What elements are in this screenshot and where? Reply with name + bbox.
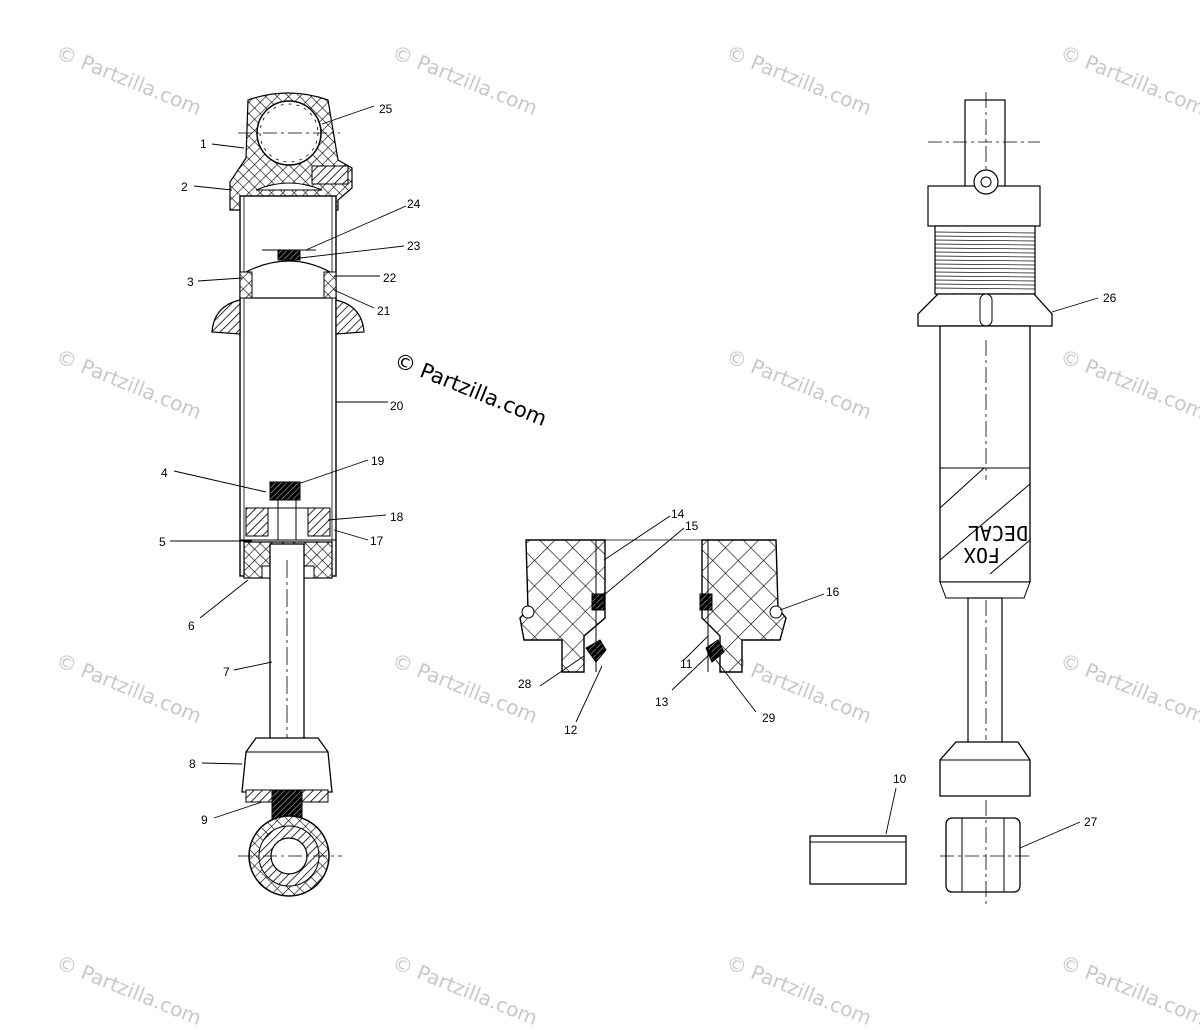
thread-line bbox=[934, 287, 1036, 290]
thread-line bbox=[934, 231, 1036, 234]
callout-label: 11 bbox=[680, 657, 693, 671]
callout-label: 24 bbox=[407, 197, 421, 211]
decal-text: DECAL bbox=[968, 521, 1028, 545]
callout-label: 18 bbox=[390, 510, 404, 524]
callout-label: 16 bbox=[826, 585, 840, 599]
callout-label: 4 bbox=[161, 466, 168, 480]
callout-label: 13 bbox=[655, 695, 669, 709]
callout-label: 14 bbox=[671, 507, 685, 521]
callout-label: 20 bbox=[390, 399, 404, 413]
fox-decal: DECAL FOX bbox=[939, 467, 1031, 575]
callout-label: 23 bbox=[407, 239, 421, 253]
thread-line bbox=[934, 275, 1036, 278]
callout-label: 2 bbox=[181, 180, 188, 194]
callout-label: 21 bbox=[377, 304, 391, 318]
thread-line bbox=[934, 235, 1036, 238]
thread-line bbox=[934, 239, 1036, 242]
callout-label: 9 bbox=[201, 813, 208, 827]
callout-label: 25 bbox=[379, 102, 393, 116]
callout-label: 12 bbox=[564, 723, 578, 737]
callout-label: 28 bbox=[518, 677, 532, 691]
callout-label: 26 bbox=[1103, 291, 1117, 305]
thread-line bbox=[934, 271, 1036, 274]
thread-line bbox=[934, 247, 1036, 250]
callout-label: 1 bbox=[200, 137, 207, 151]
thread-line bbox=[934, 255, 1036, 258]
callout-label: 10 bbox=[893, 772, 907, 786]
callout-label: 7 bbox=[223, 665, 230, 679]
callout-leaders bbox=[170, 105, 1099, 849]
thread-line bbox=[934, 251, 1036, 254]
callout-label: 3 bbox=[187, 275, 194, 289]
thread-line bbox=[934, 283, 1036, 286]
left-shock-cross-section bbox=[211, 92, 365, 897]
thread-line bbox=[934, 243, 1036, 246]
decal-text: FOX bbox=[964, 543, 1000, 567]
callout-label: 27 bbox=[1084, 815, 1098, 829]
callout-label: 19 bbox=[371, 454, 385, 468]
callout-label: 5 bbox=[159, 535, 166, 549]
shock-absorber-diagram: DECAL FOX bbox=[159, 92, 1117, 905]
callout-label: 8 bbox=[189, 757, 196, 771]
callout-label: 29 bbox=[762, 711, 776, 725]
callout-label: 6 bbox=[188, 619, 195, 633]
thread-line bbox=[934, 267, 1036, 270]
callout-label: 22 bbox=[383, 271, 397, 285]
callout-labels: 1 2 3 4 5 6 7 8 9 10 11 12 13 14 15 16 1… bbox=[159, 102, 1117, 829]
thread-line bbox=[934, 279, 1036, 282]
callout-label: 17 bbox=[370, 534, 384, 548]
right-shock-exterior-view: DECAL FOX bbox=[809, 92, 1053, 905]
thread-line bbox=[934, 259, 1036, 262]
callout-label: 15 bbox=[685, 519, 699, 533]
thread-line bbox=[934, 263, 1036, 266]
seal-detail-section bbox=[519, 539, 787, 673]
